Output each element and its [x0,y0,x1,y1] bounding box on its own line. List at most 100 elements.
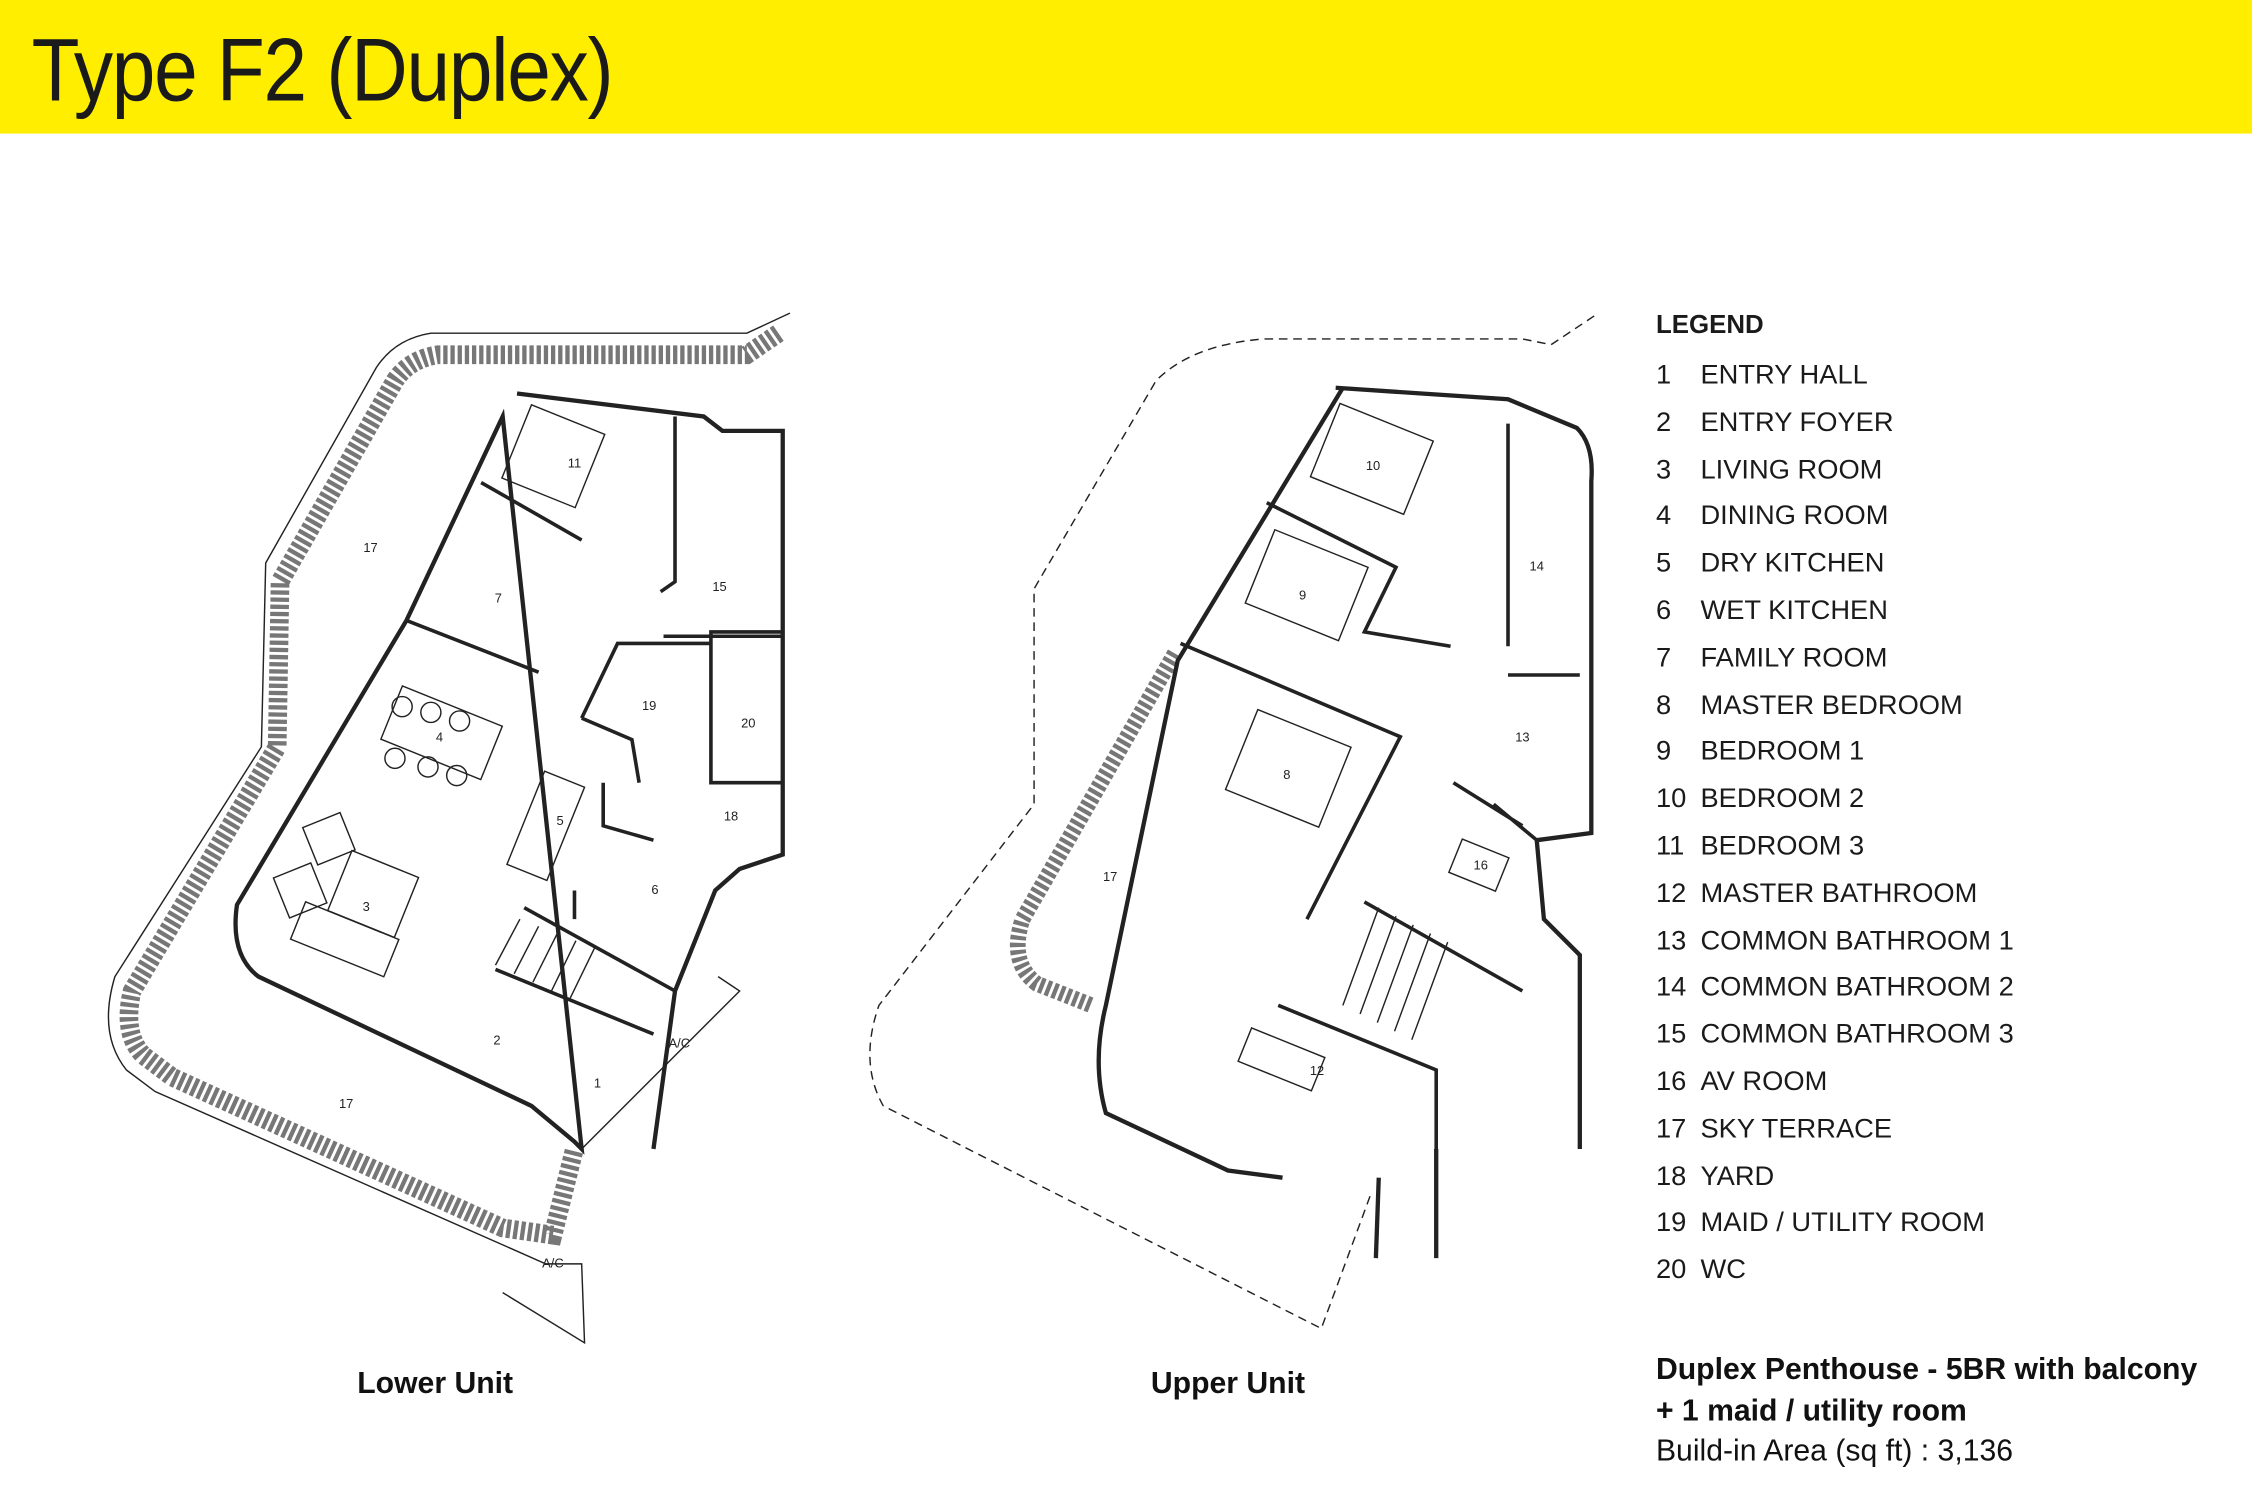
legend-number: 13 [1655,925,1687,956]
room-label: 13 [1515,730,1529,745]
room-label: 3 [363,899,370,914]
room-label: 18 [724,809,738,824]
legend-number: 8 [1655,690,1672,721]
summary-line-1: Duplex Penthouse - 5BR with balcony [1655,1352,2198,1386]
upper-stairs [1342,907,1449,1041]
room-label: 20 [741,715,755,730]
room-label: A/C [542,1255,564,1270]
unit-summary: Duplex Penthouse - 5BR with balcony + 1 … [1656,1350,2197,1473]
room-label: 8 [1283,767,1290,782]
room-label: 9 [1299,587,1306,602]
room-label: 6 [651,882,658,897]
legend-number: 9 [1655,737,1672,768]
legend-number: 5 [1655,548,1672,580]
room-label: 5 [557,813,564,828]
room-label: 11 [568,455,581,470]
legend-number: 14 [1655,972,1687,1003]
legend-number: 2 [1655,407,1672,438]
room-label: 17 [339,1096,353,1111]
room-label: 2 [493,1033,500,1048]
legend-item: 19 MAID / UTILITY ROOM [1656,1201,2014,1248]
legend-label: DINING ROOM [1700,501,1889,532]
legend-number: 4 [1655,501,1672,532]
legend-item: 1 ENTRY HALL [1656,353,2014,400]
legend-number: 11 [1655,831,1685,862]
lower-furniture [272,403,606,978]
upper-unit-caption: Upper Unit [1150,1367,1306,1401]
legend-item: 8 MASTER BEDROOM [1656,683,2014,730]
legend-item: 5 DRY KITCHEN [1656,542,2014,589]
legend-label: ENTRY HALL [1700,360,1868,391]
upper-unit-plan [869,315,1595,1330]
build-in-area: Build-in Area (sq ft) : 3,136 [1655,1434,2014,1468]
legend-heading: LEGEND [1655,310,1764,339]
room-label: A/C [669,1036,691,1051]
room-label: 14 [1530,559,1544,574]
legend-label: BEDROOM 2 [1700,784,1865,815]
legend-item: 11 BEDROOM 3 [1656,824,2014,871]
legend-number: 16 [1655,1067,1687,1098]
legend-label: DRY KITCHEN [1700,548,1885,580]
upper-planter [1009,649,1182,1013]
legend-number: 6 [1655,596,1672,627]
legend-item: 6 WET KITCHEN [1656,589,2014,636]
legend-item: 16 AV ROOM [1656,1060,2014,1107]
room-label: 17 [1103,869,1117,884]
summary-line-2: + 1 maid / utility room [1655,1393,1967,1427]
legend-number: 20 [1655,1255,1687,1286]
legend-item: 14 COMMON BATHROOM 2 [1656,966,2014,1013]
upper-furniture [1224,402,1510,1092]
legend-item: 4 DINING ROOM [1656,495,2014,542]
legend-label: FAMILY ROOM [1700,643,1888,674]
page-title: Type F2 (Duplex) [31,21,614,121]
lower-internal-walls [405,416,783,1036]
legend-item: 2 ENTRY FOYER [1656,400,2014,447]
legend-number: 12 [1655,878,1687,909]
lower-unit-caption: Lower Unit [357,1367,514,1401]
legend-label: AV ROOM [1700,1067,1828,1098]
legend-label: WC [1700,1255,1746,1286]
legend-label: COMMON BATHROOM 1 [1700,925,2014,956]
legend-label: MAID / UTILITY ROOM [1700,1208,1985,1239]
lower-planter [119,325,784,1246]
legend-number: 1 [1655,360,1672,391]
legend-label: YARD [1700,1161,1775,1192]
room-label: 15 [712,579,726,594]
room-label: 19 [642,698,656,713]
legend-number: 10 [1655,784,1687,815]
room-label: 17 [363,540,377,555]
lower-stairs [494,918,596,999]
upper-roof-boundary [869,315,1595,1330]
upper-unit-room-labels: 10 9 14 13 8 16 17 12 [1103,458,1544,1078]
legend-label: ENTRY FOYER [1700,407,1894,438]
legend-label: MASTER BEDROOM [1700,690,1963,721]
room-label: 16 [1474,857,1488,872]
legend-label: COMMON BATHROOM 3 [1700,1019,2014,1051]
room-label: 10 [1366,458,1380,473]
legend-item: 13 COMMON BATHROOM 1 [1656,919,2014,966]
title-banner: Type F2 (Duplex) [0,0,2252,134]
legend-item: 20 WC [1656,1248,2014,1295]
lower-unit-walls [233,391,785,1155]
room-label: 4 [436,730,443,745]
room-label: 12 [1310,1063,1324,1078]
legend-number: 19 [1655,1208,1687,1239]
lower-unit-plan [107,312,791,1345]
upper-internal-walls [1179,423,1580,1149]
lower-terrace-boundary [107,312,791,1345]
legend-label: COMMON BATHROOM 2 [1700,972,2014,1003]
legend-number: 17 [1655,1114,1687,1145]
legend-label: BEDROOM 3 [1700,831,1865,862]
legend-label: WET KITCHEN [1700,596,1888,627]
legend-label: LIVING ROOM [1700,454,1883,485]
upper-unit-walls [1096,385,1594,1259]
